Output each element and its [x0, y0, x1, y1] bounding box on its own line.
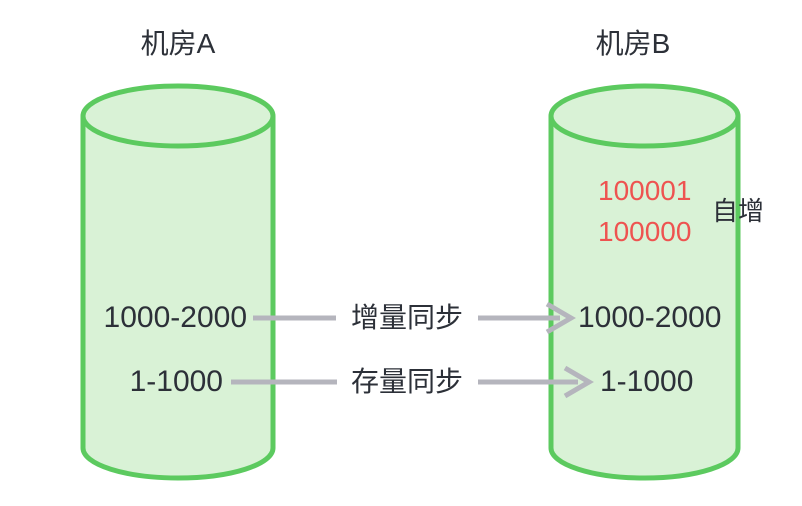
room-b-range-incremental: 1000-2000 — [578, 301, 722, 334]
full-sync-label: 存量同步 — [350, 366, 464, 397]
cylinder-b-body — [548, 116, 741, 481]
cylinder-a-body — [80, 116, 276, 481]
cylinder-room-b — [548, 83, 741, 481]
room-a-range-full: 1-1000 — [129, 365, 223, 398]
auto-increment-label: 自增 — [712, 196, 765, 226]
room-a-title: 机房A — [140, 28, 216, 59]
incremental-sync-label: 增量同步 — [350, 302, 464, 333]
incremental-sync-connector — [253, 301, 576, 335]
cylinder-a-top — [80, 83, 276, 149]
cylinder-b-top — [548, 83, 741, 149]
cylinder-room-a — [80, 83, 276, 481]
full-sync-connector — [231, 365, 594, 399]
room-b-title: 机房B — [595, 28, 671, 59]
room-b-auto-increment-value-next: 100001 — [598, 175, 692, 206]
room-a-range-incremental: 1000-2000 — [103, 301, 247, 334]
room-b-range-full: 1-1000 — [600, 365, 694, 398]
full-sync-arrowhead-icon — [563, 365, 594, 399]
incremental-sync-arrowhead-icon — [545, 301, 576, 335]
room-b-auto-increment-value-current: 100000 — [598, 216, 692, 247]
